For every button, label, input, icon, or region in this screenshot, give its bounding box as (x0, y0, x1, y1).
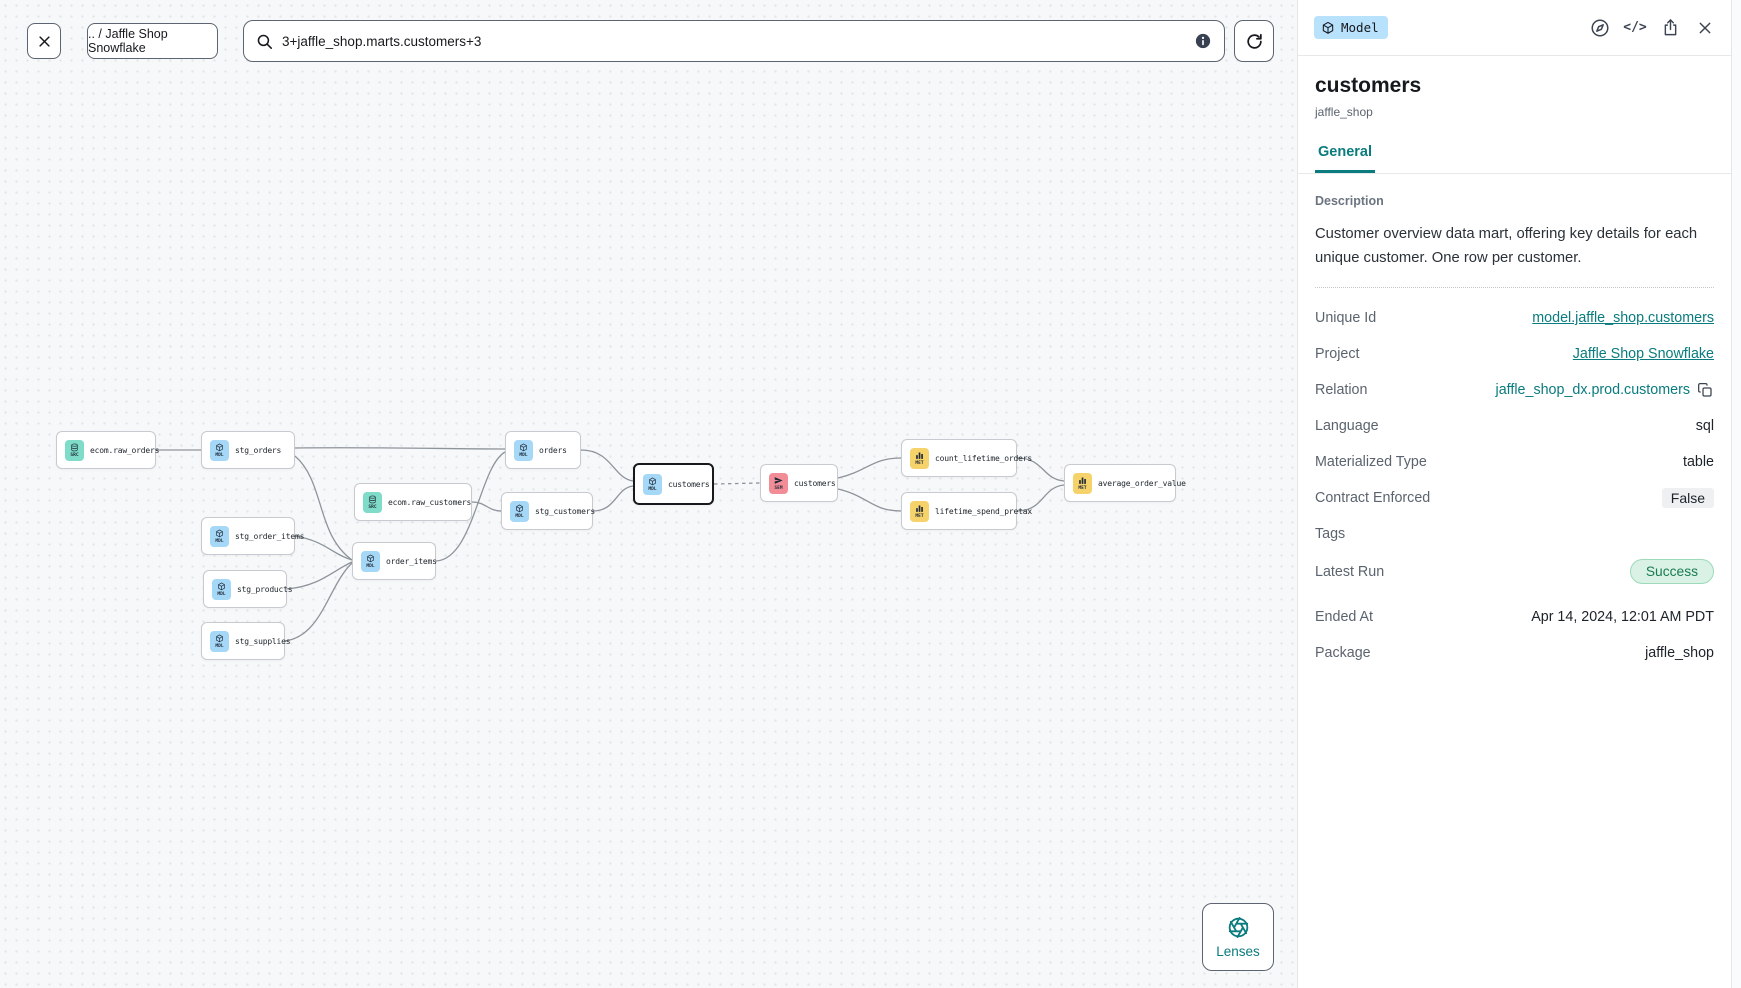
field-unique-id: Unique Id model.jaffle_shop.customers (1315, 310, 1714, 326)
model-icon: MDL (643, 473, 662, 495)
node-average-order-value[interactable]: MET average_order_value (1064, 464, 1186, 502)
field-relation: Relation jaffle_shop_dx.prod.customers (1315, 379, 1714, 401)
divider (1315, 287, 1714, 288)
refresh-button[interactable] (1234, 20, 1274, 62)
search-icon (257, 34, 273, 49)
page-title: customers (1315, 74, 1422, 97)
unique-id-link[interactable]: model.jaffle_shop.customers (1532, 310, 1714, 326)
node-stg-customers[interactable]: MDL stg_customers (501, 492, 595, 530)
node-count-lifetime-orders[interactable]: MET count_lifetime_orders (901, 439, 1032, 477)
share-icon (1664, 19, 1676, 36)
page-subtitle: jaffle_shop (1315, 105, 1373, 119)
model-type-label: Model (1341, 20, 1379, 35)
semantic-model-icon: SEM (769, 472, 788, 494)
close-lineage-button[interactable] (27, 23, 61, 59)
lenses-aperture-icon (1228, 916, 1248, 938)
field-materialized-type: Materialized Type table (1315, 454, 1714, 470)
breadcrumb[interactable]: .. / Jaffle Shop Snowflake (87, 23, 218, 59)
source-icon: SRC (65, 439, 84, 461)
node-customers-semantic[interactable]: SEM customers (760, 464, 838, 502)
model-icon: MDL (510, 500, 529, 522)
node-order-items[interactable]: MDL order_items (352, 542, 437, 580)
node-customers-selected[interactable]: MDL customers (633, 463, 714, 505)
relation-value: jaffle_shop_dx.prod.customers (1495, 382, 1690, 398)
node-lifetime-spend-pretax[interactable]: MET lifetime_spend_pretax (901, 492, 1032, 530)
field-project: Project Jaffle Shop Snowflake (1315, 346, 1714, 362)
field-package: Package jaffle_shop (1315, 645, 1714, 661)
model-icon: MDL (210, 525, 229, 547)
copy-icon (1698, 383, 1712, 397)
field-ended-at: Ended At Apr 14, 2024, 12:01 AM PDT (1315, 609, 1714, 625)
view-code-button[interactable]: </> (1623, 18, 1647, 38)
close-icon (1699, 22, 1711, 33)
node-stg-products[interactable]: MDL stg_products (203, 570, 293, 608)
panel-header: Model </> (1298, 0, 1731, 56)
node-ecom-raw-customers[interactable]: SRC ecom.raw_customers (354, 483, 472, 521)
details-panel: Model </> customers jaffle_shop (1297, 0, 1732, 988)
copy-relation-button[interactable] (1697, 382, 1714, 399)
share-button[interactable] (1660, 18, 1680, 38)
model-icon: MDL (210, 630, 229, 652)
node-orders[interactable]: MDL orders (505, 431, 581, 469)
description-label: Description (1315, 194, 1384, 208)
lineage-search[interactable] (243, 20, 1225, 62)
explore-lineage-button[interactable] (1590, 18, 1610, 38)
cube-icon (1322, 21, 1334, 34)
metric-icon: MET (910, 500, 929, 522)
model-icon: MDL (210, 439, 229, 461)
contract-enforced-badge: False (1661, 488, 1714, 508)
metric-icon: MET (1073, 472, 1092, 494)
refresh-icon (1246, 33, 1262, 49)
node-stg-order-items[interactable]: MDL stg_order_items (201, 517, 304, 555)
breadcrumb-label: .. / Jaffle Shop Snowflake (88, 27, 168, 55)
tab-general[interactable]: General (1315, 144, 1375, 173)
description-text: Customer overview data mart, offering ke… (1315, 226, 1698, 266)
close-panel-button[interactable] (1695, 18, 1715, 38)
project-link[interactable]: Jaffle Shop Snowflake (1572, 346, 1714, 362)
status-badge: Success (1629, 559, 1714, 584)
node-stg-supplies[interactable]: MDL stg_supplies (201, 622, 291, 660)
lineage-canvas[interactable]: SRC ecom.raw_orders MDL stg_orders SRC e… (0, 0, 1297, 988)
model-type-badge: Model (1314, 16, 1388, 39)
search-input[interactable] (282, 33, 1185, 49)
field-latest-run: Latest Run Success (1315, 559, 1714, 584)
code-icon: </> (1623, 20, 1647, 35)
info-icon[interactable] (1194, 32, 1212, 50)
source-icon: SRC (363, 491, 382, 513)
lenses-label: Lenses (1216, 943, 1260, 959)
model-icon: MDL (212, 578, 231, 600)
metric-icon: MET (910, 447, 929, 469)
node-stg-orders[interactable]: MDL stg_orders (201, 431, 295, 469)
field-language: Language sql (1315, 418, 1714, 434)
node-ecom-raw-orders[interactable]: SRC ecom.raw_orders (56, 431, 159, 469)
close-icon (38, 35, 50, 47)
field-tags: Tags (1315, 526, 1346, 542)
compass-icon (1591, 18, 1609, 37)
field-contract-enforced: Contract Enforced False (1315, 487, 1714, 509)
model-icon: MDL (361, 550, 380, 572)
lenses-button[interactable]: Lenses (1202, 903, 1274, 971)
panel-tabs: General (1298, 143, 1731, 174)
model-icon: MDL (514, 439, 533, 461)
